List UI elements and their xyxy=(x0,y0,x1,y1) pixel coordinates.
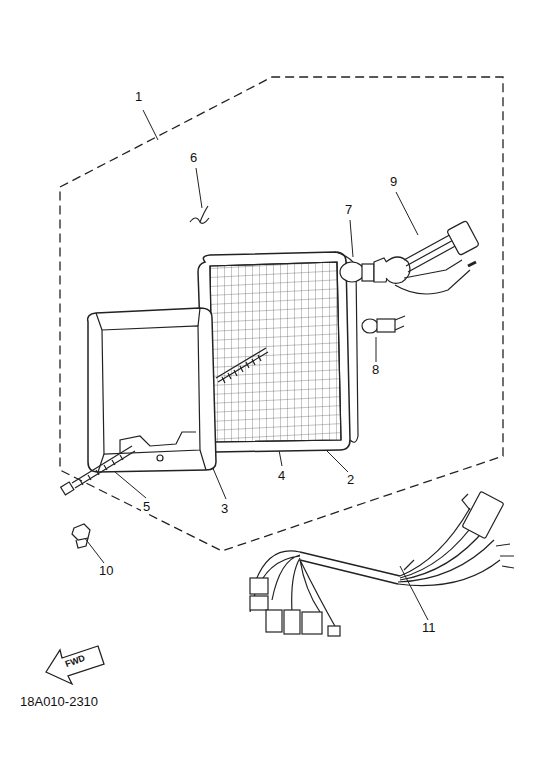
assembly-boundary xyxy=(60,77,503,551)
headlamp-rim xyxy=(88,308,216,472)
headlamp-unit xyxy=(198,252,358,452)
figure-code: 18A010-2310 xyxy=(18,694,100,709)
callout-number: 2 xyxy=(345,472,356,487)
position-bulb xyxy=(362,316,405,333)
callout-number: 7 xyxy=(343,202,354,217)
callout-number: 8 xyxy=(370,362,381,377)
mounting-screw xyxy=(61,446,135,495)
wire-harness xyxy=(250,491,514,636)
callout-number: 9 xyxy=(388,174,399,189)
callout-number: 6 xyxy=(188,150,199,165)
clip xyxy=(190,206,209,223)
forward-arrow xyxy=(46,646,104,684)
bulb-socket xyxy=(386,220,479,294)
callout-number: 3 xyxy=(219,501,230,516)
headlamp-bulb xyxy=(340,258,390,282)
callout-number: 10 xyxy=(97,563,115,578)
leader-lines xyxy=(84,110,428,620)
callout-number: 5 xyxy=(141,499,152,514)
callout-number: 1 xyxy=(133,89,144,104)
callout-number: 4 xyxy=(276,468,287,483)
adjusting-screw xyxy=(216,348,268,383)
nut xyxy=(72,524,90,548)
callout-number: 11 xyxy=(420,620,438,635)
